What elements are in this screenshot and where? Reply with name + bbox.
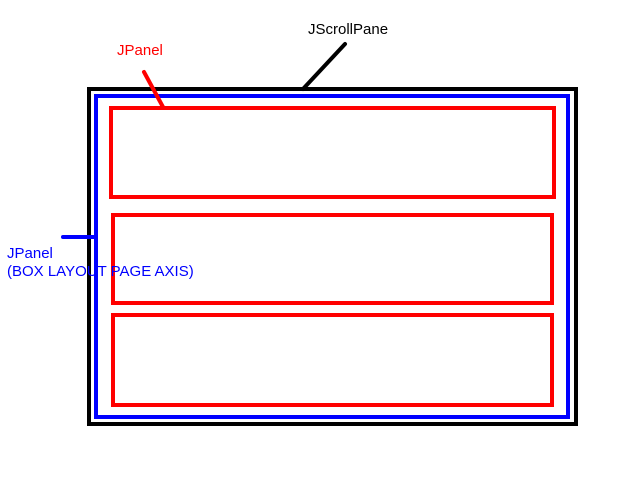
scroll-pane-box (87, 87, 578, 426)
outer-panel-box (94, 94, 570, 419)
inner-panel-label: JPanel (117, 42, 163, 59)
inner-panel-box-1 (109, 106, 556, 199)
outer-panel-label-line2: (BOX LAYOUT PAGE AXIS) (7, 263, 194, 280)
outer-panel-label: JPanel (BOX LAYOUT PAGE AXIS) (7, 245, 194, 281)
outer-panel-label-line1: JPanel (7, 245, 53, 262)
scroll-pane-pointer (301, 42, 347, 91)
inner-panel-box-3 (111, 313, 554, 407)
inner-panel-pointer (142, 70, 165, 109)
inner-panel-box-2 (111, 213, 554, 305)
scroll-pane-label: JScrollPane (308, 21, 389, 38)
